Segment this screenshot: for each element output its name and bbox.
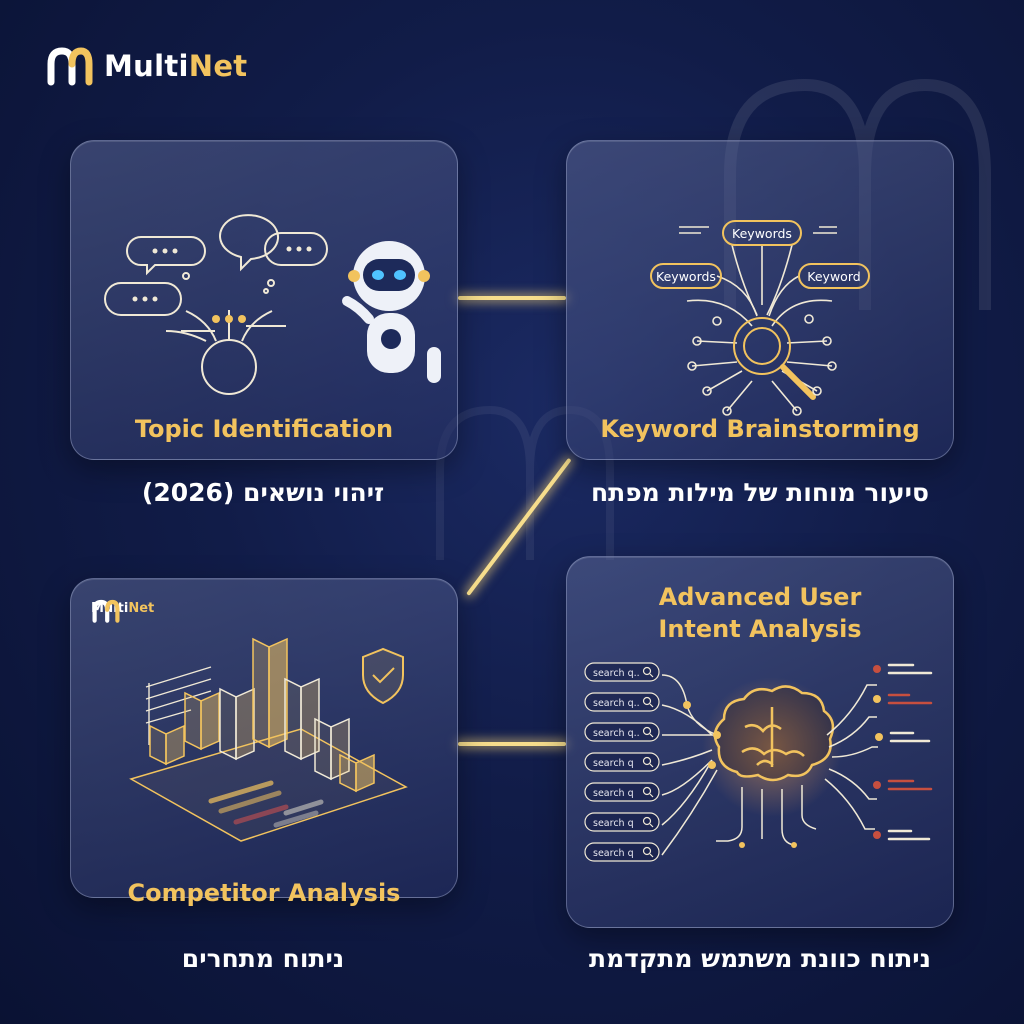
topic-card-title: Topic Identification [134,415,394,443]
search-icon [642,816,652,826]
competitor-illustration [129,637,408,842]
intent-card-title-line2: Intent Analysis [658,615,862,643]
search-box: search q.. [584,692,660,712]
search-box-label: search q [593,848,634,859]
search-box-label: search q.. [593,698,640,709]
robot-icon [342,241,441,383]
intent-caption: ניתוח כוונת משתמש מתקדמת [589,944,931,973]
topic-identification-card[interactable]: Topic Identification [70,140,458,460]
search-icon [642,846,652,856]
competitor-card-title: Competitor Analysis [127,879,401,907]
keyword-illustration: Keywords Keywords Keyword [650,220,870,416]
search-icon [642,726,652,736]
multinet-logo-icon [47,47,93,86]
intent-illustration: search q.. search q.. search q.. search q se… [584,662,933,862]
shield-check-icon [362,647,404,705]
search-box-label: search q.. [593,668,640,679]
search-box: search q [584,812,660,832]
keyword-brainstorming-card[interactable]: Keywords Keywords Keyword Keyword Brains… [566,140,954,460]
keyword-card-title: Keyword Brainstorming [600,415,920,443]
search-icon [642,696,652,706]
connector-topic-keyword [458,296,566,300]
connector-intent-competitor [458,742,566,746]
search-box-label: search q.. [593,728,640,739]
search-box: search q [584,842,660,862]
topic-illustration [104,214,441,395]
intent-card-title-line1: Advanced User [658,583,862,611]
search-icon [642,756,652,766]
search-box: search q.. [584,722,660,742]
keyword-caption: סיעור מוחות של מילות מפתח [590,478,930,507]
search-icon [642,666,652,676]
keyword-tag-top: Keywords [732,226,792,241]
search-box-label: search q [593,788,634,799]
competitor-caption: ניתוח מתחרים [181,944,345,973]
brain-icon [713,685,835,782]
topic-caption: זיהוי נושאים (2026) [141,478,385,507]
brand-name: MultiNet [104,49,248,83]
search-box-label: search q [593,818,634,829]
brand-logo: MultiNet [46,46,247,86]
competitor-analysis-card[interactable]: MultiNet [70,578,458,907]
mini-brand-logo: MultiNet [91,599,154,623]
bar-chart-icon [149,637,375,793]
search-box: search q [584,782,660,802]
search-box-label: search q [593,758,634,769]
search-box: search q [584,752,660,772]
mini-multinet-logo-icon [92,599,120,623]
search-box: search q.. [584,662,660,682]
speech-bubbles-icon [104,214,328,395]
watermark-logo-icon [724,78,991,310]
keyword-tag-left: Keywords [656,269,716,284]
intent-analysis-card[interactable]: Advanced User Intent Analysis search q..… [566,556,954,928]
search-icon [642,786,652,796]
keyword-tag-right: Keyword [807,269,860,284]
